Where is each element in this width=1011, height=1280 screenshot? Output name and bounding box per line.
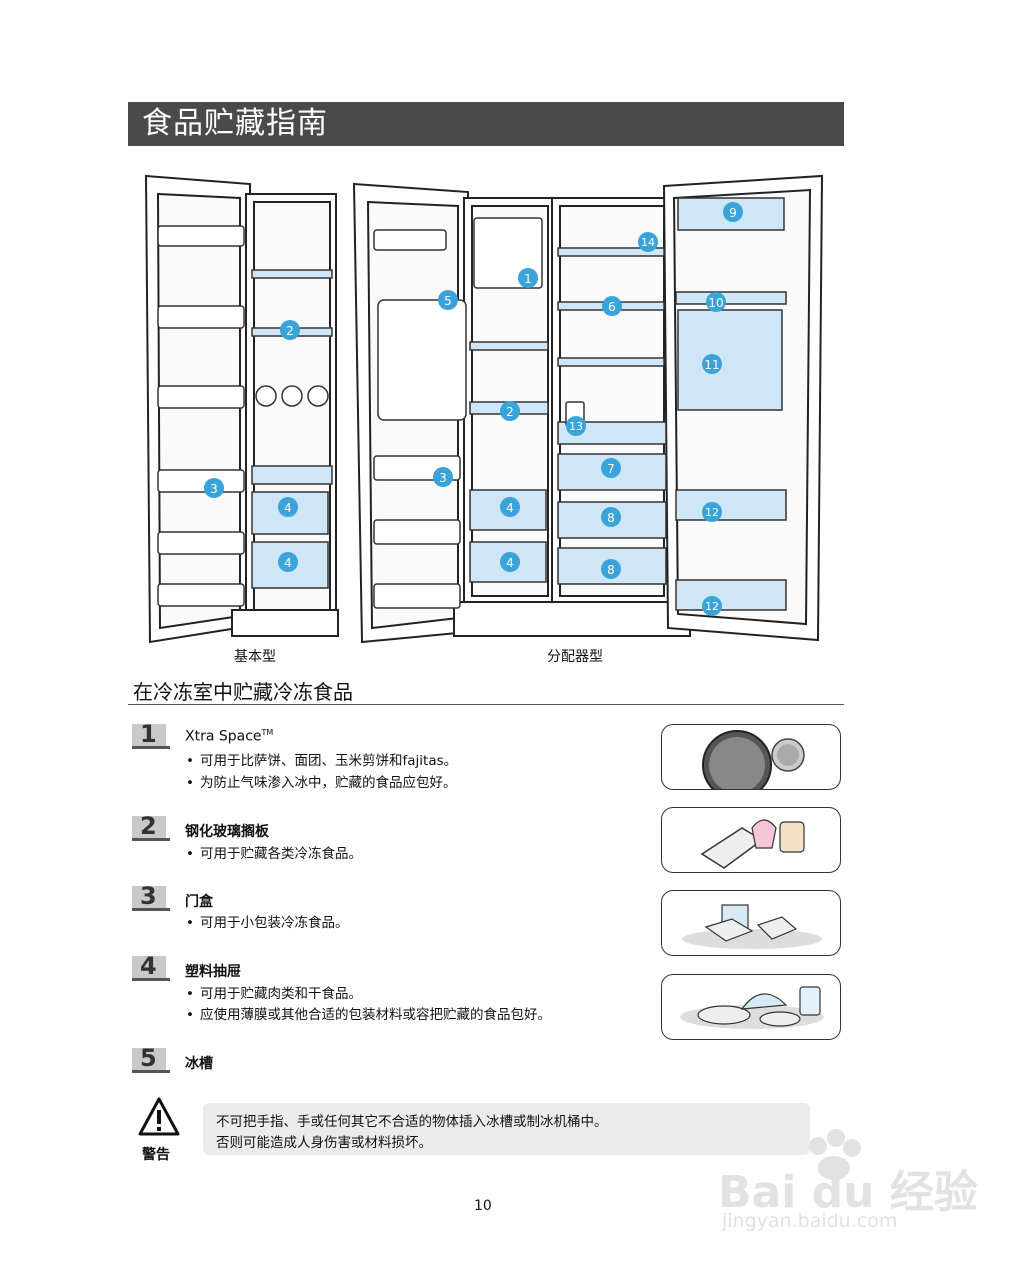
item-number-badge [132, 816, 170, 841]
callout-marker [204, 478, 224, 498]
callout-marker [702, 596, 722, 616]
callout-marker [601, 507, 621, 527]
callout-marker [702, 354, 722, 374]
item-title: 冰槽 [185, 1056, 213, 1072]
item-number-badge [132, 1048, 170, 1073]
bullet-item: 可用于贮藏各类冷冻食品。 [186, 843, 362, 865]
item-number-badge [132, 724, 170, 749]
page-title: 食品贮藏指南 [142, 106, 328, 141]
trademark-mark: TM [261, 728, 274, 737]
callout-marker [438, 290, 458, 310]
caption-basic: 基本型 [234, 649, 276, 665]
item-title: 塑料抽屉 [185, 964, 241, 980]
callout-marker [702, 502, 722, 522]
item-title: 钢化玻璃搁板 [185, 824, 269, 840]
bullet-item: 可用于比萨饼、面团、玉米剪饼和fajitas。 [186, 750, 457, 772]
callout-label: 3 [439, 471, 447, 485]
item-number: 2 [140, 812, 157, 840]
callout-label: 4 [506, 556, 514, 570]
callout-marker [518, 268, 538, 288]
callout-label: 11 [704, 358, 719, 372]
callout-label: 12 [705, 600, 719, 613]
callout-label: 1 [524, 272, 532, 286]
meat-food-illustration [661, 974, 841, 1040]
callout-label: 2 [286, 324, 294, 338]
callout-label: 3 [210, 482, 218, 496]
callout-label: 12 [705, 506, 719, 519]
callout-marker [601, 559, 621, 579]
callout-marker [278, 497, 298, 517]
callout-label: 13 [569, 420, 583, 433]
bullet-item: 可用于小包装冷冻食品。 [186, 912, 348, 934]
warning-icon [138, 1097, 180, 1136]
item-title: 门盒 [185, 894, 213, 910]
bullet-item: 为防止气味渗入冰中，贮藏的食品应包好。 [186, 772, 456, 794]
small-package-illustration [661, 890, 841, 956]
callout-marker [706, 292, 726, 312]
bullet-continuation: 应使用薄膜或其他合适的包装材料或容把贮藏的食品包好。 [186, 1004, 551, 1026]
page-number: 10 [474, 1198, 492, 1214]
item-number-badge [132, 886, 170, 911]
warning-label: 警告 [142, 1147, 170, 1163]
callout-label: 9 [729, 206, 737, 220]
item-number: 5 [140, 1044, 157, 1072]
watermark-brand: Bai du 经验 [718, 1167, 978, 1218]
item-number: 3 [140, 882, 157, 910]
callout-marker [638, 232, 658, 252]
callout-marker [433, 467, 453, 487]
item-number-badge [132, 956, 170, 981]
callout-label: 8 [607, 511, 615, 525]
warning-box: 不可把手指、手或任何其它不合适的物体插入冰槽或制冰机桶中。 否则可能造成人身伤害… [203, 1103, 810, 1155]
callout-marker [280, 320, 300, 340]
dispenser-base [453, 601, 691, 637]
callout-marker [566, 416, 586, 436]
item-number: 4 [140, 952, 157, 980]
callout-marker [602, 296, 622, 316]
callout-label: 14 [641, 236, 655, 249]
callout-label: 10 [708, 296, 723, 310]
callout-marker [500, 401, 520, 421]
callout-marker [723, 202, 743, 222]
paw-logo-icon [809, 1129, 861, 1180]
callout-label: 4 [284, 556, 292, 570]
bullet-item: 可用于贮藏肉类和干食品。 [186, 983, 362, 1005]
item-number: 1 [140, 720, 157, 748]
callout-label: 6 [608, 300, 616, 314]
callout-label: 4 [284, 501, 292, 515]
frozen-food-illustration [661, 807, 841, 873]
section-divider [128, 704, 844, 705]
callout-label: 2 [506, 405, 514, 419]
section-title: 在冷冻室中贮藏冷冻食品 [133, 680, 353, 704]
callout-marker [278, 552, 298, 572]
callout-label: 4 [506, 501, 514, 515]
callout-marker [500, 497, 520, 517]
refrigerator-diagram: 1 2 2 3 3 4 4 4 4 5 6 7 8 8 9 10 11 12 [144, 174, 824, 644]
pizza-illustration [661, 724, 841, 790]
watermark-url: jingyan.baidu.com [722, 1210, 898, 1232]
callout-label: 5 [444, 294, 452, 308]
caption-dispenser: 分配器型 [547, 649, 603, 665]
callout-marker [500, 552, 520, 572]
callout-label: 7 [607, 462, 615, 476]
page-title-bar: 食品贮藏指南 [128, 102, 844, 146]
warning-line: 不可把手指、手或任何其它不合适的物体插入冰槽或制冰机桶中。 [216, 1114, 608, 1130]
warning-line: 否则可能造成人身伤害或材料损坏。 [216, 1135, 432, 1151]
callout-markers: 1 2 2 3 3 4 4 4 4 5 6 7 8 8 9 10 11 12 [204, 202, 743, 616]
baidu-watermark: Bai du 经验 jingyan.baidu.com [718, 1126, 978, 1236]
callout-marker [601, 458, 621, 478]
callout-label: 8 [607, 563, 615, 577]
item-title: Xtra SpaceTM [185, 728, 273, 745]
item-title-text: Xtra Space [185, 728, 262, 745]
